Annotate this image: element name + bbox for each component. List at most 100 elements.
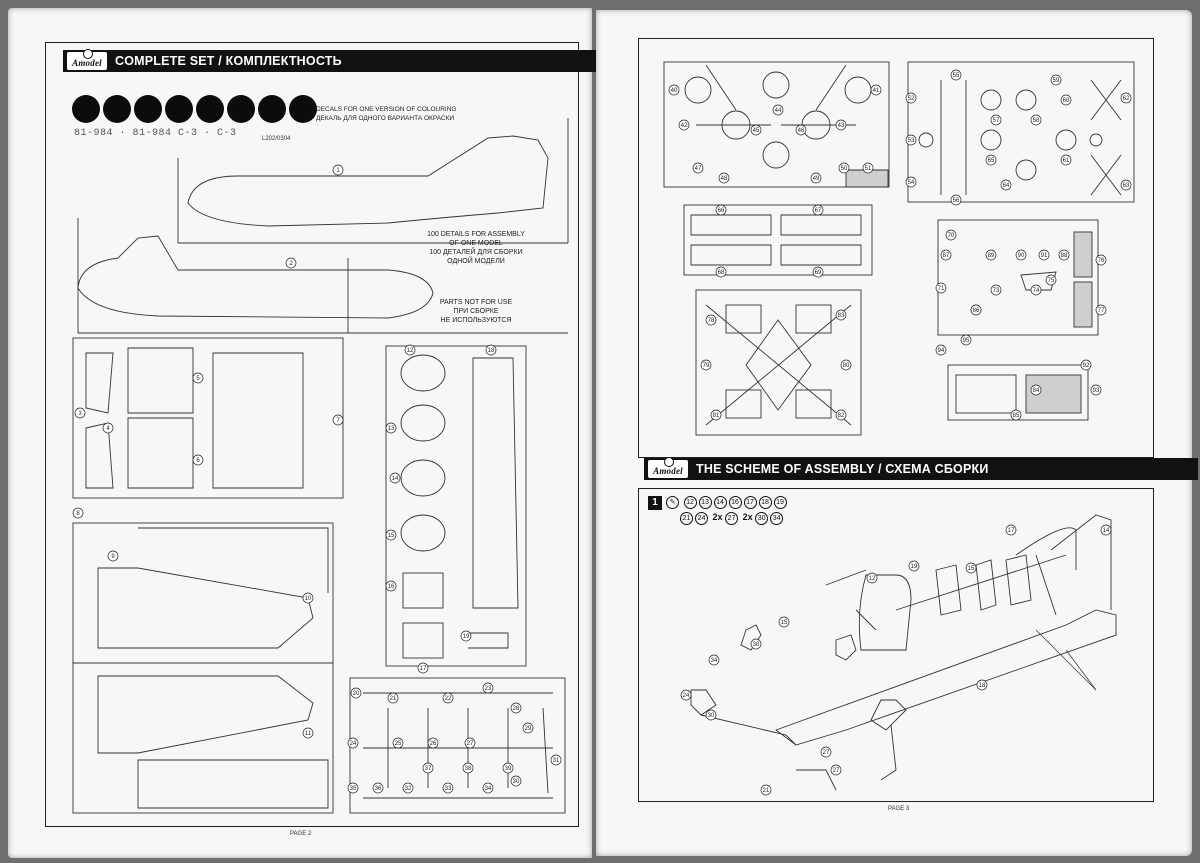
part-callout-label: 51: [865, 166, 872, 172]
part-callout-label: 30: [753, 642, 760, 648]
part-callout: [522, 722, 534, 734]
part-callout-label: 64: [1003, 183, 1010, 189]
glue-icon: ✎: [666, 496, 679, 509]
part-callout: [905, 134, 917, 146]
decals-caption-en: DECALS FOR ONE VERSION OF COLOURING: [316, 106, 457, 113]
engine-sprue-frame: [663, 61, 890, 188]
details-caption-4: ОДНОЙ МОДЕЛИ: [447, 258, 505, 265]
part-callout-label: 30: [708, 713, 715, 719]
fuselage-half-left: [77, 235, 434, 319]
part-callout: [1015, 249, 1027, 261]
part-callout-label: 60: [1063, 98, 1070, 104]
part-callout-label: 79: [703, 363, 710, 369]
part-callout-label: 84: [1033, 388, 1040, 394]
part-callout: [990, 114, 1002, 126]
part-callout-label: 82: [838, 413, 845, 419]
part-callout-label: 74: [1033, 288, 1040, 294]
left-page-frame: [45, 42, 579, 827]
part-callout-label: 61: [1063, 158, 1070, 164]
part-callout-label: 66: [718, 208, 725, 214]
part-callout: [1058, 249, 1070, 261]
part-callout: [1010, 409, 1022, 421]
part-callout-label: 8: [76, 511, 80, 517]
part-callout: [1045, 274, 1057, 286]
part-callout-label: 94: [938, 348, 945, 354]
part-callout: [715, 204, 727, 216]
part-callout: [482, 782, 494, 794]
part-callout-label: 34: [485, 786, 492, 792]
page-3-label: PAGE 3: [888, 806, 910, 812]
part-callout: [464, 737, 476, 749]
part-callout: [332, 414, 344, 426]
step-1-frame: [638, 488, 1154, 802]
decals-caption-ru: ДЕКАЛЬ ДЛЯ ОДНОГО ВАРИАНТА ОКРАСКИ: [316, 115, 455, 122]
part-callout-label: 1: [336, 168, 340, 174]
part-callout-label: 67: [815, 208, 822, 214]
part-callout-label: 22: [445, 696, 452, 702]
part-callout: [1000, 179, 1012, 191]
part-callout-label: 31: [553, 758, 560, 764]
tail-plane-part: [212, 352, 304, 489]
part-callout: [835, 409, 847, 421]
part-callout-label: 56: [953, 198, 960, 204]
part-callout-label: 54: [908, 180, 915, 186]
part-callout-label: 68: [718, 270, 725, 276]
part-callout: [970, 304, 982, 316]
part-callout: [485, 344, 497, 356]
part-callout-label: 58: [1033, 118, 1040, 124]
details-caption-3: 100 ДЕТАЛЕЙ ДЛЯ СБОРКИ: [429, 249, 523, 256]
wing-sprue-upper-frame: [72, 522, 334, 664]
part-callout: [1030, 384, 1042, 396]
part-callout: [510, 702, 522, 714]
part-callout: [389, 472, 401, 484]
part-callout-label: 57: [993, 118, 1000, 124]
part-callout: [510, 775, 522, 787]
wing-part-lower: [97, 675, 314, 754]
part-callout: [427, 737, 439, 749]
part-callout: [760, 784, 772, 796]
part-callout-label: 46: [798, 128, 805, 134]
part-callout: [392, 737, 404, 749]
tail-fin-part: [127, 347, 194, 414]
fuselage-assembly-outline: [775, 609, 1117, 746]
complete-set-title: COMPLETE SET / КОМПЛЕКТНОСТЬ: [115, 54, 342, 68]
part-callout: [102, 422, 114, 434]
part-callout: [1090, 384, 1102, 396]
windows-sprue-frame: [683, 204, 873, 276]
part-callout: [795, 124, 807, 136]
part-callout: [840, 359, 852, 371]
part-callout: [778, 616, 790, 628]
part-callout-label: 24: [350, 741, 357, 747]
part-callout-label: 10: [305, 596, 312, 602]
part-callout: [107, 550, 119, 562]
part-callout-label: 12: [869, 576, 876, 582]
part-callout-label: 52: [908, 96, 915, 102]
part-callout: [835, 309, 847, 321]
part-callout: [680, 689, 692, 701]
part-callout: [750, 638, 762, 650]
part-callout: [442, 692, 454, 704]
tail-sprue-frame: [72, 337, 344, 499]
clear-parts-sprue-frame: [947, 364, 1089, 421]
part-callout: [482, 682, 494, 694]
part-callout-label: 11: [305, 731, 312, 737]
part-callout: [950, 194, 962, 206]
part-callout: [1060, 94, 1072, 106]
part-callout: [940, 249, 952, 261]
page-2-label: PAGE 2: [290, 831, 312, 837]
part-callout: [935, 282, 947, 294]
part-callout-label: 18: [488, 348, 495, 354]
part-callout-label: 21: [390, 696, 397, 702]
part-callout: [810, 172, 822, 184]
part-callout: [550, 754, 562, 766]
part-callout-label: 26: [430, 741, 437, 747]
part-callout-label: 85: [1013, 413, 1020, 419]
part-callout-label: 6: [196, 458, 200, 464]
step-number: 1: [648, 496, 662, 510]
part-callout-label: 14: [392, 476, 399, 482]
fuselage-half-right: [187, 135, 549, 227]
part-callout-label: 91: [1041, 253, 1048, 259]
part-callout-label: 28: [513, 706, 520, 712]
part-callout-label: 40: [671, 88, 678, 94]
